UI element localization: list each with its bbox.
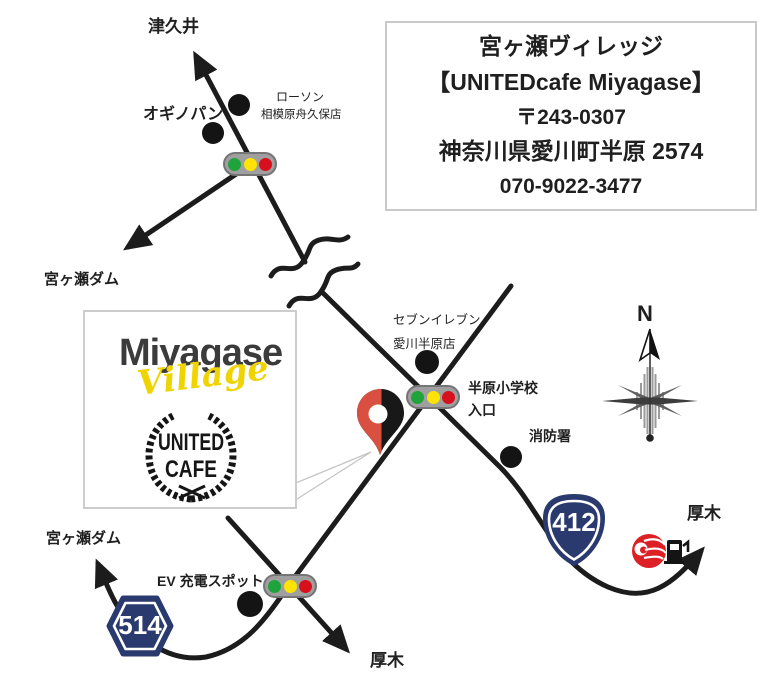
route-shield-prefectural-icon [106,595,174,657]
label-compass-north: N [637,301,653,326]
label-lawson-branch: 相模原舟久保店 [261,109,342,121]
label-tsukui: 津久井 [148,17,199,36]
label-fire-station: 消防署 [529,428,571,444]
traffic-light-icon-bottom [263,574,317,598]
label-ev-spot: EV 充電スポット [157,573,264,589]
label-atsugi-bottom: 厚木 [370,651,404,670]
emblem-text-united: UNITED [158,429,224,456]
label-ogino-pan: オギノパン [143,106,224,123]
fire-station-dot [500,446,522,468]
wavy-break-icon [268,234,361,309]
ogino-pan-dot [202,122,224,144]
label-miyagase-dam-bottom: 宮ヶ瀬ダム [46,530,122,547]
signal-green [268,579,281,593]
info-postal-code: 〒243-0307 [516,105,626,129]
info-address: 神奈川県愛川町半原 2574 [438,138,704,165]
road-main-to-atsugi-right [320,290,705,596]
signal-red [299,579,312,593]
road-to-miyagase-dam-top [123,163,251,251]
route-514-number: 514 [118,610,162,640]
fuel-pump-icon [664,539,690,564]
label-atsugi-right: 厚木 [687,504,721,523]
info-cafe-name: 【UNITEDcafe Miyagase】 [427,68,715,95]
signal-yellow [426,390,440,404]
traffic-light-icon-middle [406,385,460,409]
location-pin-icon [357,389,404,455]
lawson-dot [228,94,250,116]
info-title: 宮ヶ瀬ヴィレッジ [479,32,663,59]
signal-red [442,390,455,404]
logo-box: Miyagase Village UNITED CAFE [83,310,297,509]
signal-green [411,390,424,404]
address-info-box: 宮ヶ瀬ヴィレッジ 【UNITEDcafe Miyagase】 〒243-0307… [385,21,757,211]
route-shield-national-icon [542,493,606,567]
route-514-sign: 514 [105,593,175,659]
signal-yellow [283,579,297,593]
label-lawson: ローソン [276,90,325,104]
label-school-entrance: 入口 [468,402,496,418]
seven-eleven-dot [415,350,439,374]
signal-red [259,157,272,171]
gas-station-logo-icon [632,534,667,568]
united-cafe-emblem-icon: UNITED CAFE [145,412,237,503]
info-phone: 070-9022-3477 [499,175,643,199]
emblem-text-cafe: CAFE [165,456,217,483]
signal-yellow [243,157,257,171]
route-412-number: 412 [552,507,596,537]
label-seven-eleven-branch: 愛川半原店 [393,337,456,351]
route-412-sign: 412 [539,492,609,568]
label-school: 半原小学校 [468,380,538,396]
road-through-cafe-to-dam-bottom [94,283,514,661]
logo-title: Miyagase [119,332,283,374]
ev-spot-dot [237,591,263,617]
traffic-light-icon-top [223,152,277,176]
label-seven-eleven: セブンイレブン [393,313,481,327]
signal-green [228,157,241,171]
compass-rose-icon [602,328,698,442]
label-miyagase-dam-top: 宮ヶ瀬ダム [44,271,120,288]
